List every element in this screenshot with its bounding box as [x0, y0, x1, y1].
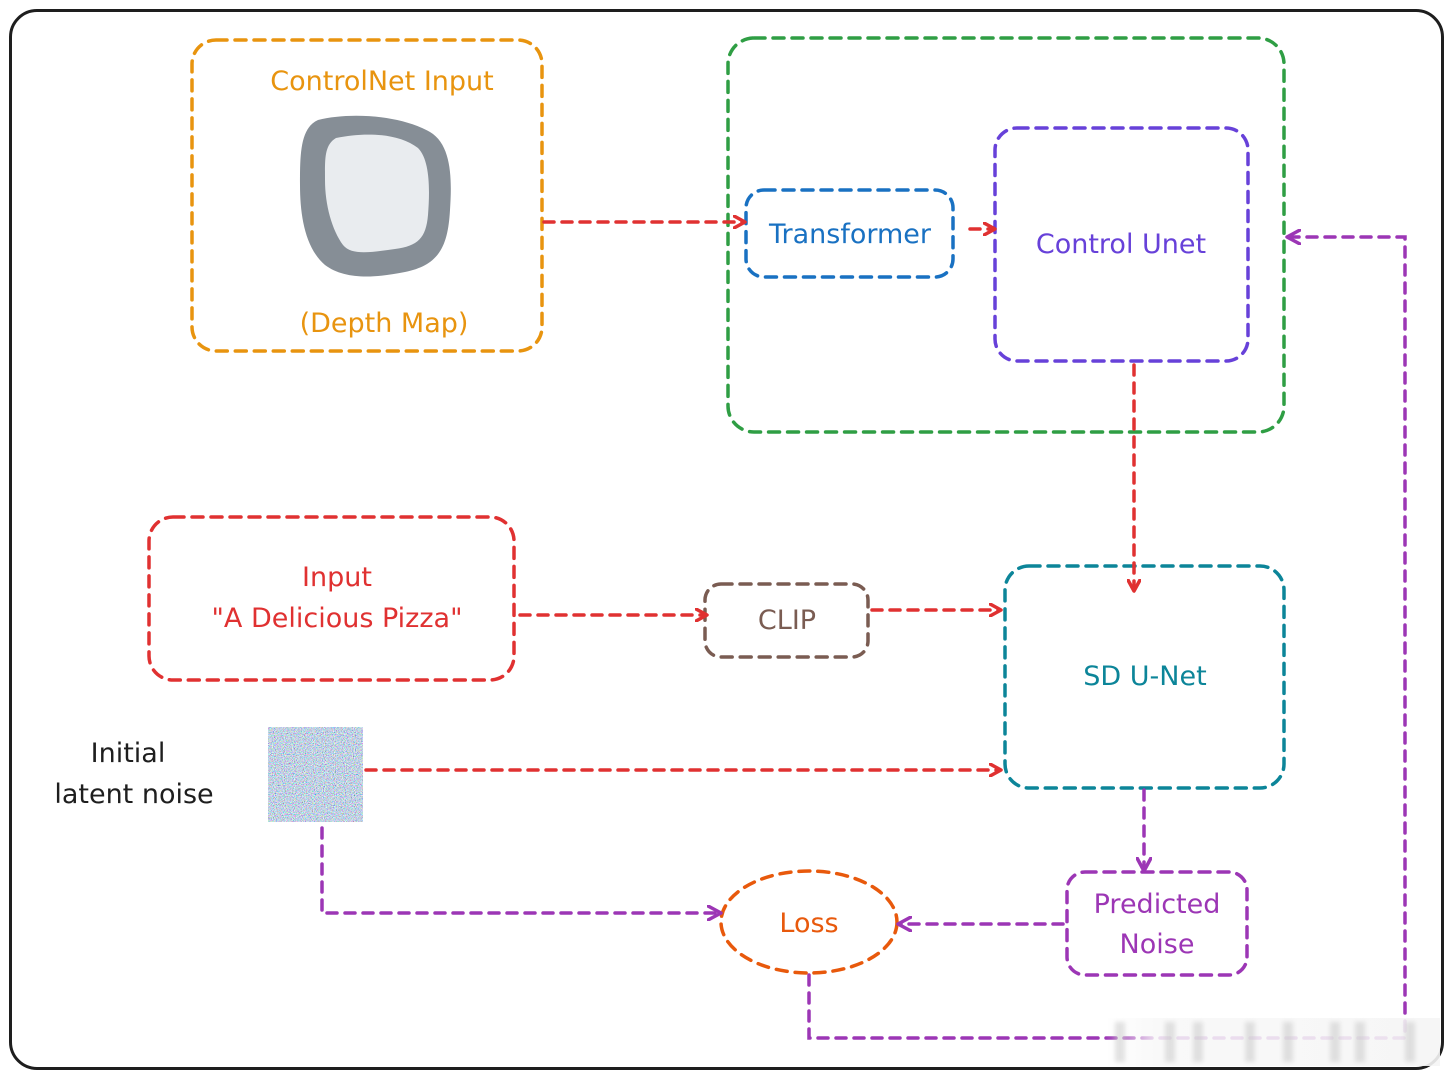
edge-noise-to-loss	[320, 826, 720, 913]
transformer-box	[744, 188, 955, 279]
depth-map-image	[300, 115, 451, 277]
clip-label: CLIP	[758, 605, 816, 636]
watermark-overlay	[1105, 1018, 1440, 1066]
text-input-node[interactable]: Input "A Delicious Pizza"	[147, 515, 516, 682]
initial-noise-label-line2: latent noise	[54, 779, 213, 810]
loss-label: Loss	[779, 908, 838, 939]
control-unet-box	[993, 126, 1250, 363]
clip-node[interactable]: CLIP	[703, 582, 870, 659]
text-input-box	[147, 515, 516, 682]
noise-image	[268, 727, 363, 822]
predicted-noise-label-line1: Predicted	[1094, 889, 1221, 920]
initial-noise-node[interactable]: Initial latent noise	[54, 727, 363, 822]
predicted-noise-label-line2: Noise	[1120, 929, 1195, 960]
loss-node[interactable]: Loss	[719, 869, 899, 975]
controlnet-input-node[interactable]: ControlNet Input (Depth Map)	[190, 38, 544, 353]
controlnet-group-box[interactable]	[726, 36, 1286, 434]
predicted-noise-node[interactable]: Predicted Noise	[1065, 870, 1249, 977]
text-input-label: Input	[302, 562, 372, 593]
control-unet-node[interactable]: Control Unet	[993, 126, 1250, 363]
sd-unet-box	[1003, 564, 1286, 790]
text-input-prompt: "A Delicious Pizza"	[211, 603, 462, 634]
controlnet-input-box	[190, 38, 544, 353]
transformer-label: Transformer	[768, 219, 932, 250]
controlnet-input-title: ControlNet Input	[270, 66, 494, 97]
sd-unet-node[interactable]: SD U-Net	[1003, 564, 1286, 790]
initial-noise-label-line1: Initial	[91, 738, 166, 769]
sd-unet-label: SD U-Net	[1083, 661, 1206, 692]
controlnet-input-subtitle: (Depth Map)	[300, 308, 469, 339]
control-unet-label: Control Unet	[1036, 229, 1206, 260]
transformer-node[interactable]: Transformer	[744, 188, 955, 279]
